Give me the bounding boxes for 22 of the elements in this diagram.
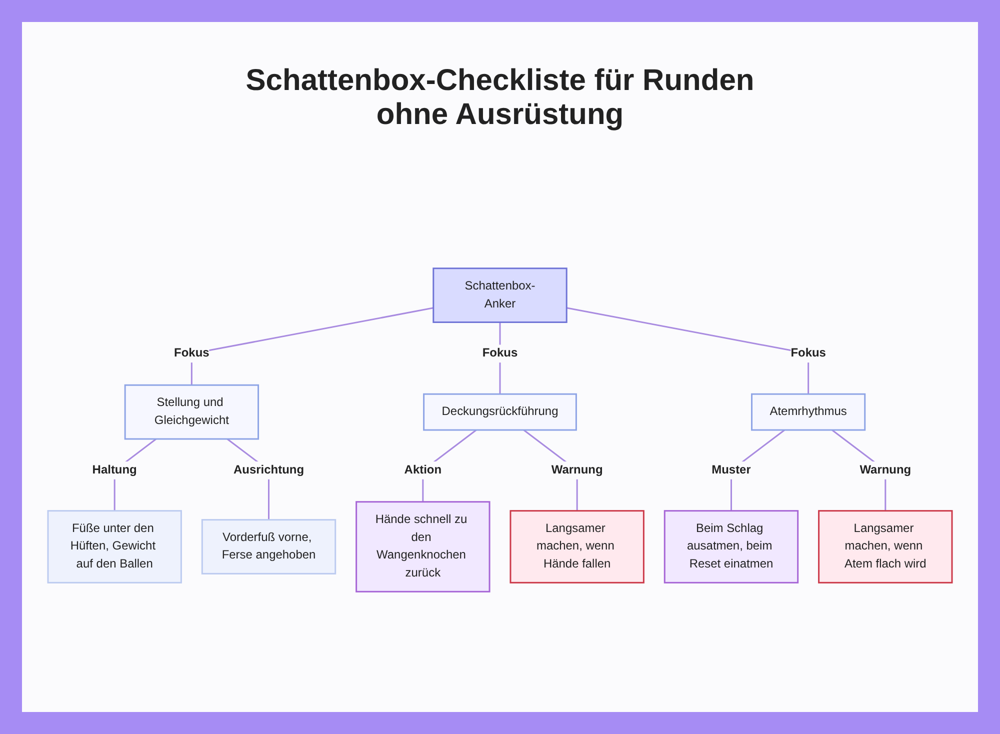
node-box: Beim Schlag ausatmen, beim Reset einatmen <box>664 510 799 584</box>
edge-label: Aktion <box>404 464 442 476</box>
node-box: Langsamer machen, wenn Atem flach wird <box>818 510 953 584</box>
node-box: Vorderfuß vorne, Ferse angehoben <box>201 519 336 574</box>
node-box: Hände schnell zu den Wangenknochen zurück <box>356 501 490 592</box>
edge-label: Fokus <box>174 346 210 360</box>
edge-label: Warnung <box>551 464 603 476</box>
connector <box>566 307 810 394</box>
node-box: Atemrhythmus <box>751 393 866 431</box>
connector <box>190 307 434 386</box>
edge-label: Haltung <box>92 464 137 476</box>
diagram-title: Schattenbox-Checkliste für Runden ohne Ausrüstung <box>244 64 756 132</box>
edge-label: Warnung <box>860 464 912 476</box>
node-box: Langsamer machen, wenn Hände fallen <box>510 510 644 584</box>
node-box: Deckungsrückführung <box>423 393 577 431</box>
node-box: Füße unter den Hüften, Gewicht auf den Ballen <box>47 510 182 584</box>
edge-label: Muster <box>712 464 751 476</box>
edge-label: Fokus <box>790 346 826 360</box>
node-box: Stellung und Gleichgewicht <box>124 384 260 440</box>
node-box: Schattenbox-Anker <box>432 268 568 323</box>
edge-label: Ausrichtung <box>234 464 304 476</box>
edge-label: Fokus <box>482 346 518 360</box>
